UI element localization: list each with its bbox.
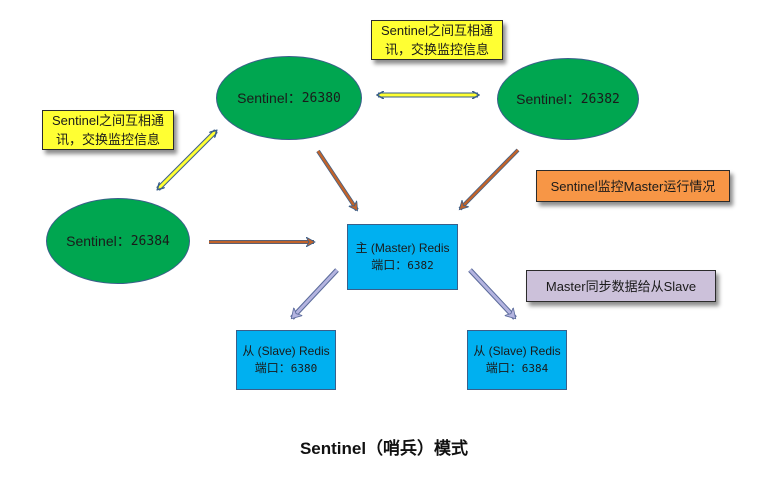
sentinel-port: 26384 — [130, 233, 170, 249]
diagram-caption: Sentinel（哨兵）模式 — [299, 439, 469, 458]
note-text: Master同步数据给从Slave — [545, 278, 697, 294]
sentinel-label: Sentinel — [516, 91, 567, 107]
slave-redis-node-6384[interactable]: 从 (Slave) Redis 端口：6384 — [467, 330, 567, 390]
redis-port: 6382 — [407, 259, 434, 272]
sentinel-node-26380[interactable]: Sentinel ： 26380 — [216, 56, 362, 140]
redis-port-label: 端口： — [485, 361, 522, 375]
note-sentinel-monitor: Sentinel监控Master运行情况 — [536, 170, 730, 202]
sentinel-sep: ： — [566, 92, 581, 108]
sentinel-node-26382[interactable]: Sentinel ： 26382 — [497, 58, 639, 140]
note-sentinel-communication-left: Sentinel之间互相通 讯，交换监控信息 — [42, 110, 174, 150]
note-sentinel-communication-top: Sentinel之间互相通 讯，交换监控信息 — [371, 20, 503, 60]
redis-port-line: 端口：6380 — [255, 360, 318, 377]
sentinel-port: 26380 — [301, 90, 341, 106]
slave-redis-node-6380[interactable]: 从 (Slave) Redis 端口：6380 — [236, 330, 336, 390]
redis-title: 主 (Master) Redis — [355, 241, 450, 255]
arrow-sync-6384 — [468, 268, 517, 320]
note-line: Sentinel之间互相通 — [381, 23, 493, 38]
redis-port-line: 端口：6384 — [486, 360, 549, 377]
sentinel-label: Sentinel — [66, 233, 117, 249]
note-line: 讯，交换监控信息 — [384, 42, 489, 57]
arrow-monitor-26380 — [316, 149, 359, 210]
note-line: 讯，交换监控信息 — [55, 132, 160, 147]
redis-port: 6380 — [290, 362, 318, 375]
redis-title: 从 (Slave) Redis — [473, 344, 561, 358]
master-redis-node[interactable]: 主 (Master) Redis 端口：6382 — [347, 224, 458, 290]
redis-port: 6384 — [521, 362, 549, 375]
note-text: Sentinel监控Master运行情况 — [550, 178, 716, 194]
arrow-sync-6380 — [290, 268, 339, 320]
sentinel-port: 26382 — [580, 91, 620, 107]
note-master-sync: Master同步数据给从Slave — [526, 270, 716, 302]
sentinel-label: Sentinel — [237, 90, 288, 106]
redis-port-label: 端口： — [254, 361, 291, 375]
arrow-monitor-26382 — [458, 148, 520, 211]
sentinel-sep: ： — [116, 234, 131, 250]
note-line: Sentinel之间互相通 — [52, 113, 164, 128]
redis-port-label: 端口： — [371, 258, 408, 272]
redis-title: 从 (Slave) Redis — [242, 344, 330, 358]
redis-port-line: 端口：6382 — [371, 257, 434, 274]
sentinel-node-26384[interactable]: Sentinel ： 26384 — [46, 198, 190, 284]
arrow-sentinel-26380-26384 — [158, 131, 216, 189]
sentinel-sep: ： — [287, 91, 302, 107]
